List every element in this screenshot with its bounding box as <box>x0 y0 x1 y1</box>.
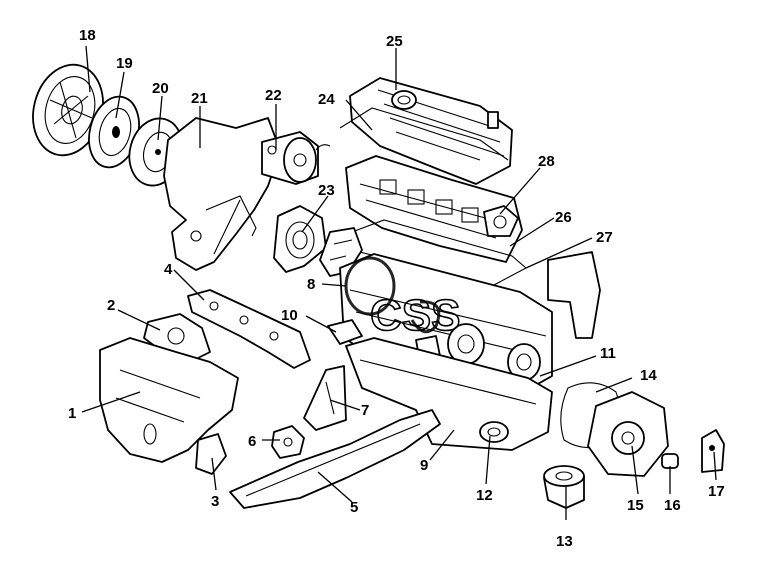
callout-13: 13 <box>556 533 573 550</box>
part-21-adaptor-plate <box>163 117 281 271</box>
callout-4: 4 <box>164 261 173 278</box>
part-7-cover <box>303 365 347 431</box>
part-28-thermostat-housing <box>483 205 519 237</box>
part-4-manifold-gasket <box>187 289 311 369</box>
callout-22: 22 <box>265 87 282 104</box>
callout-11: 11 <box>600 345 616 362</box>
part-25-rocker-cover <box>349 77 513 185</box>
callout-18: 18 <box>79 27 96 44</box>
callout-28: 28 <box>538 153 555 170</box>
callout-26: 26 <box>555 209 572 226</box>
callout-7: 7 <box>361 402 369 419</box>
callout-8: 8 <box>307 276 315 293</box>
callout-17: 17 <box>708 483 725 500</box>
callout-16: 16 <box>664 497 681 514</box>
watermark-text: CSS <box>370 291 460 340</box>
part-3-bracket <box>195 433 227 475</box>
callout-3: 3 <box>211 493 219 510</box>
callout-1: 1 <box>68 405 76 422</box>
part-16-plug <box>661 453 679 469</box>
callout-19: 19 <box>116 55 133 72</box>
part-10-small-bracket <box>327 319 363 345</box>
part-12-drain-fitting <box>479 421 509 443</box>
part-17-bracket <box>701 429 725 473</box>
part-9-sump <box>345 337 553 451</box>
callout-12: 12 <box>476 487 493 504</box>
callout-25: 25 <box>386 33 403 50</box>
callout-10: 10 <box>281 307 298 324</box>
part-13-filter <box>543 465 585 509</box>
part-19-clutch-disc <box>88 95 140 169</box>
part-22-starter-motor <box>261 131 331 185</box>
part-5-sump-strap <box>229 409 441 509</box>
part-6-mount <box>271 425 305 459</box>
callout-15: 15 <box>627 497 644 514</box>
leader-lines <box>81 45 717 520</box>
part-24-rocker-gasket <box>339 107 509 161</box>
part-23-gasket-housing <box>273 205 327 273</box>
callout-23: 23 <box>318 182 335 199</box>
callout-21: 21 <box>191 90 208 107</box>
part-26-cylinder-head <box>345 155 523 263</box>
part-15-pump-body <box>587 391 669 477</box>
part-1-gearbox-casing <box>99 337 239 463</box>
callout-20: 20 <box>152 80 169 97</box>
callout-14: 14 <box>640 367 657 384</box>
callout-27: 27 <box>596 229 613 246</box>
callout-24: 24 <box>318 91 335 108</box>
callout-9: 9 <box>420 457 428 474</box>
callout-6: 6 <box>248 433 256 450</box>
callout-5: 5 <box>350 499 358 516</box>
callouts: 18 19 20 21 22 23 24 25 28 26 27 8 10 4 … <box>68 27 725 550</box>
callout-2: 2 <box>107 297 115 314</box>
